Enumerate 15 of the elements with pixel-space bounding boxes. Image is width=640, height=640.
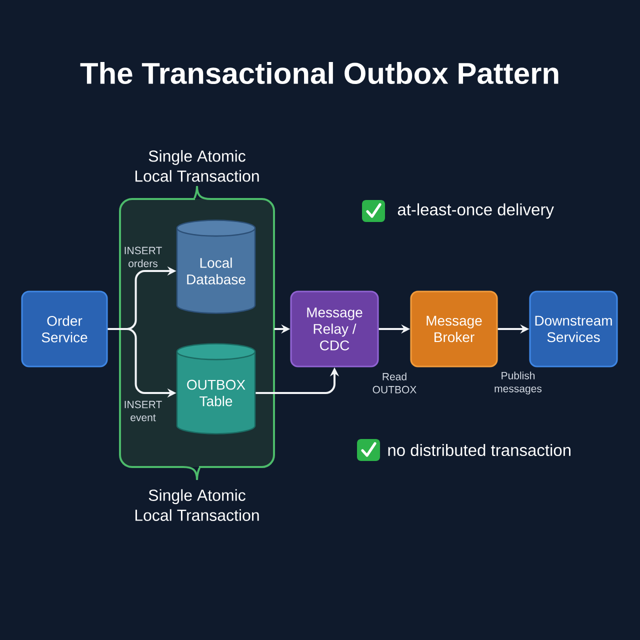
- edge-label: INSERT orders: [124, 246, 162, 268]
- group-heading: Single Atomic Local Transaction: [135, 489, 259, 521]
- edge-label: Publish messages: [494, 372, 542, 394]
- note-text: no distributed transaction: [388, 444, 570, 456]
- edge-label: Read OUTBOX: [372, 372, 416, 394]
- note-text: at-least-once delivery: [398, 203, 554, 219]
- database-cylinder: Local Database: [176, 220, 256, 314]
- process-box: Message Relay / CDC: [290, 290, 379, 368]
- group-heading: Single Atomic Local Transaction: [135, 150, 259, 182]
- broker-box: Message Broker: [410, 290, 498, 368]
- edge-label: INSERT event: [124, 400, 162, 422]
- service-box: Downstream Services: [529, 290, 618, 368]
- title: The Transactional Outbox Pattern: [80, 62, 558, 84]
- service-box: Order Service: [21, 290, 108, 368]
- database-cylinder: OUTBOX Table: [176, 343, 256, 434]
